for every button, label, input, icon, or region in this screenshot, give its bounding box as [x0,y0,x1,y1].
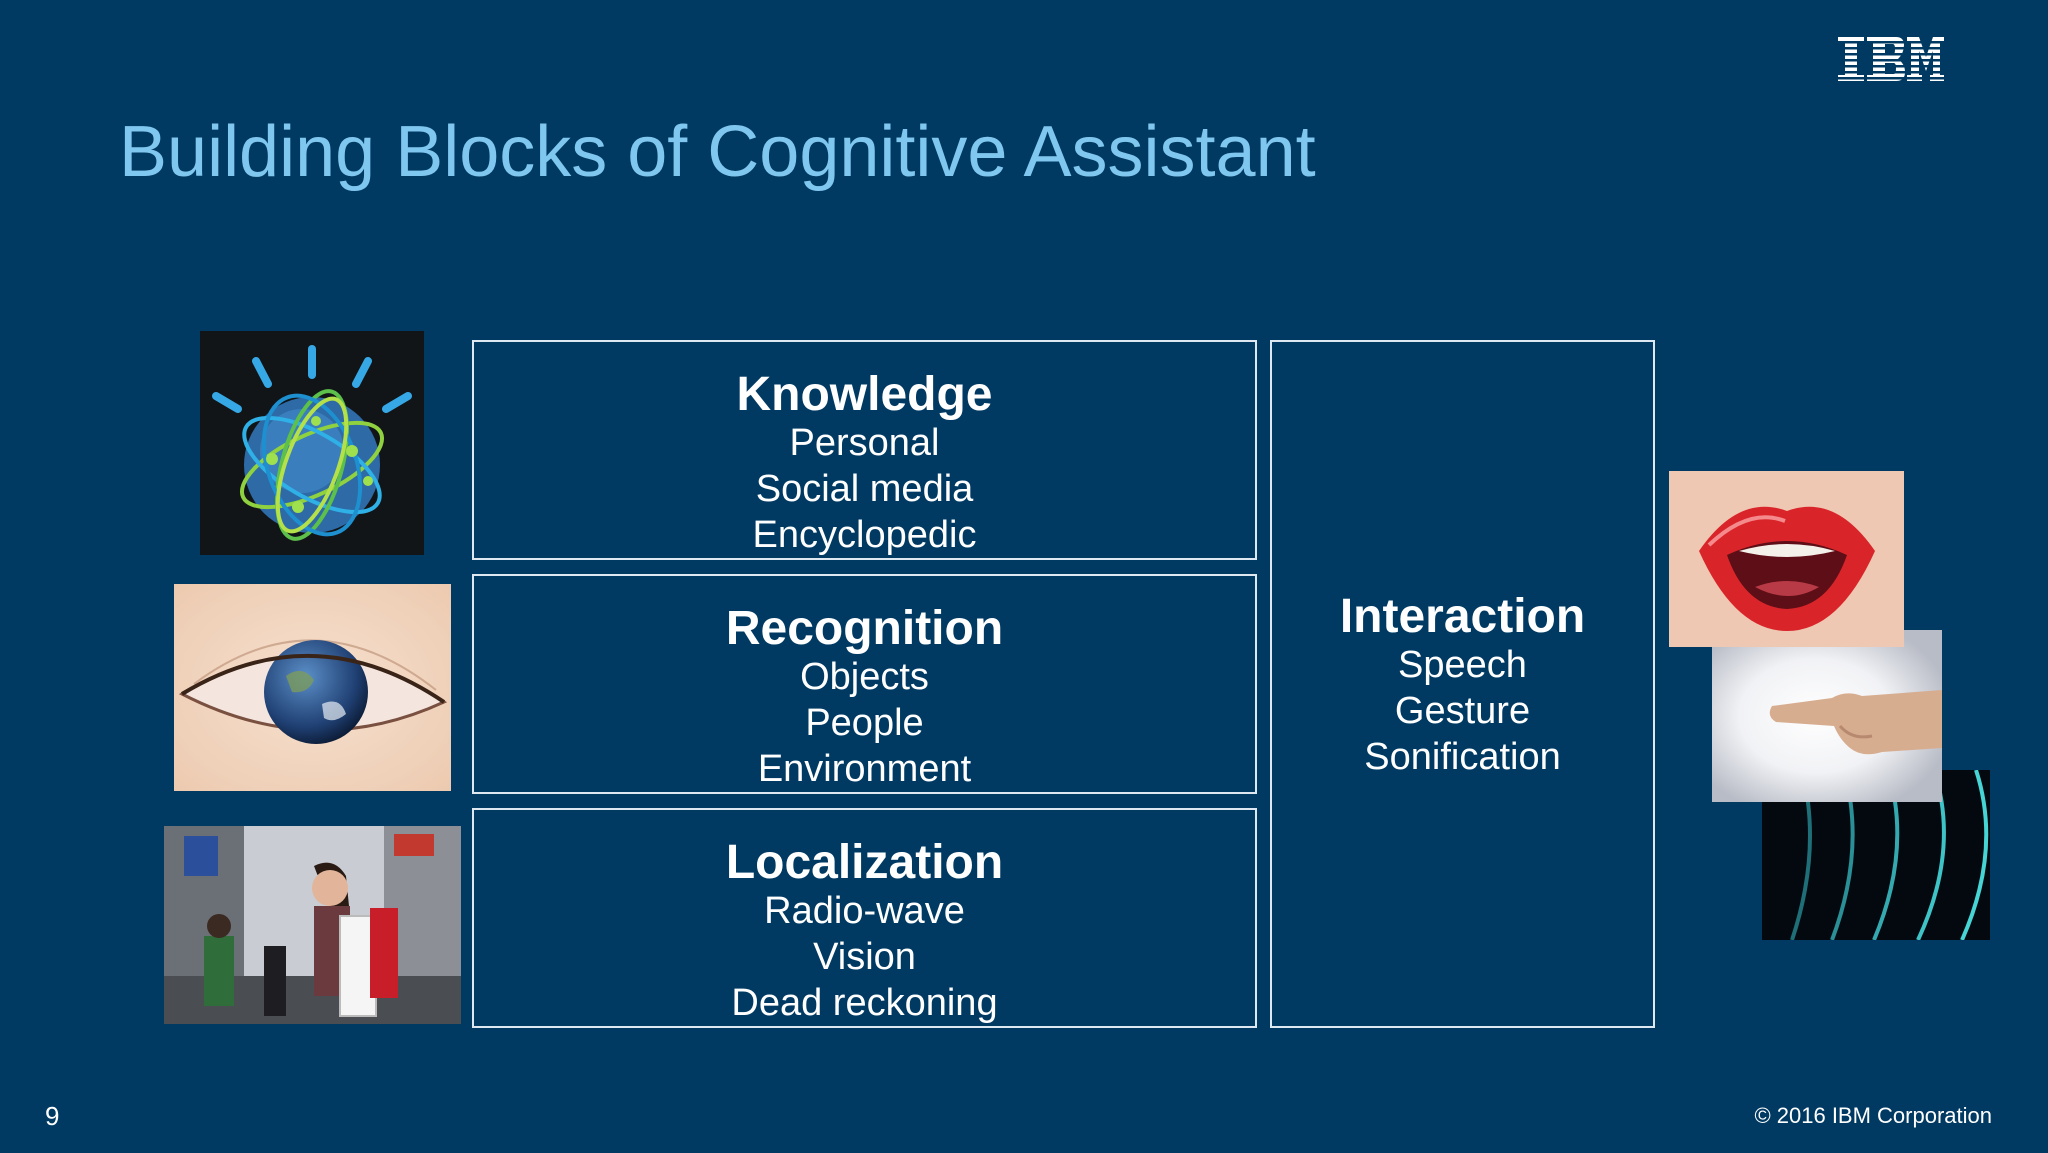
eye-earth-image [174,584,451,791]
knowledge-item: Social media [755,468,974,510]
knowledge-item: Personal [789,422,940,464]
slide-number: 9 [45,1101,60,1131]
pointing-hand-image [1712,630,1942,802]
recognition-heading: Recognition [725,602,1004,655]
recognition-item: Environment [757,748,972,790]
knowledge-heading: Knowledge [736,368,993,421]
ibm-logo [1838,37,1944,81]
watson-globe-image [200,331,424,555]
interaction-box: Interaction Speech Gesture Sonification [1270,340,1655,1028]
knowledge-box: Knowledge Personal Social media Encyclop… [472,340,1257,560]
slide-title: Building Blocks of Cognitive Assistant [119,112,1316,192]
localization-item: Vision [813,936,916,978]
interaction-item: Speech [1398,644,1527,686]
localization-heading: Localization [725,836,1004,889]
interaction-item: Sonification [1364,736,1561,778]
knowledge-item: Encyclopedic [752,514,977,556]
localization-item: Radio-wave [764,890,965,932]
shopping-street-image [164,826,461,1024]
interaction-heading: Interaction [1339,590,1586,643]
interaction-item: Gesture [1394,690,1531,732]
localization-item: Dead reckoning [731,982,998,1024]
recognition-box: Recognition Objects People Environment [472,574,1257,794]
localization-box: Localization Radio-wave Vision Dead reck… [472,808,1257,1028]
recognition-item: People [805,702,924,744]
recognition-item: Objects [800,656,929,698]
open-mouth-image [1669,471,1904,647]
copyright-notice: © 2016 IBM Corporation [1754,1103,1992,1128]
